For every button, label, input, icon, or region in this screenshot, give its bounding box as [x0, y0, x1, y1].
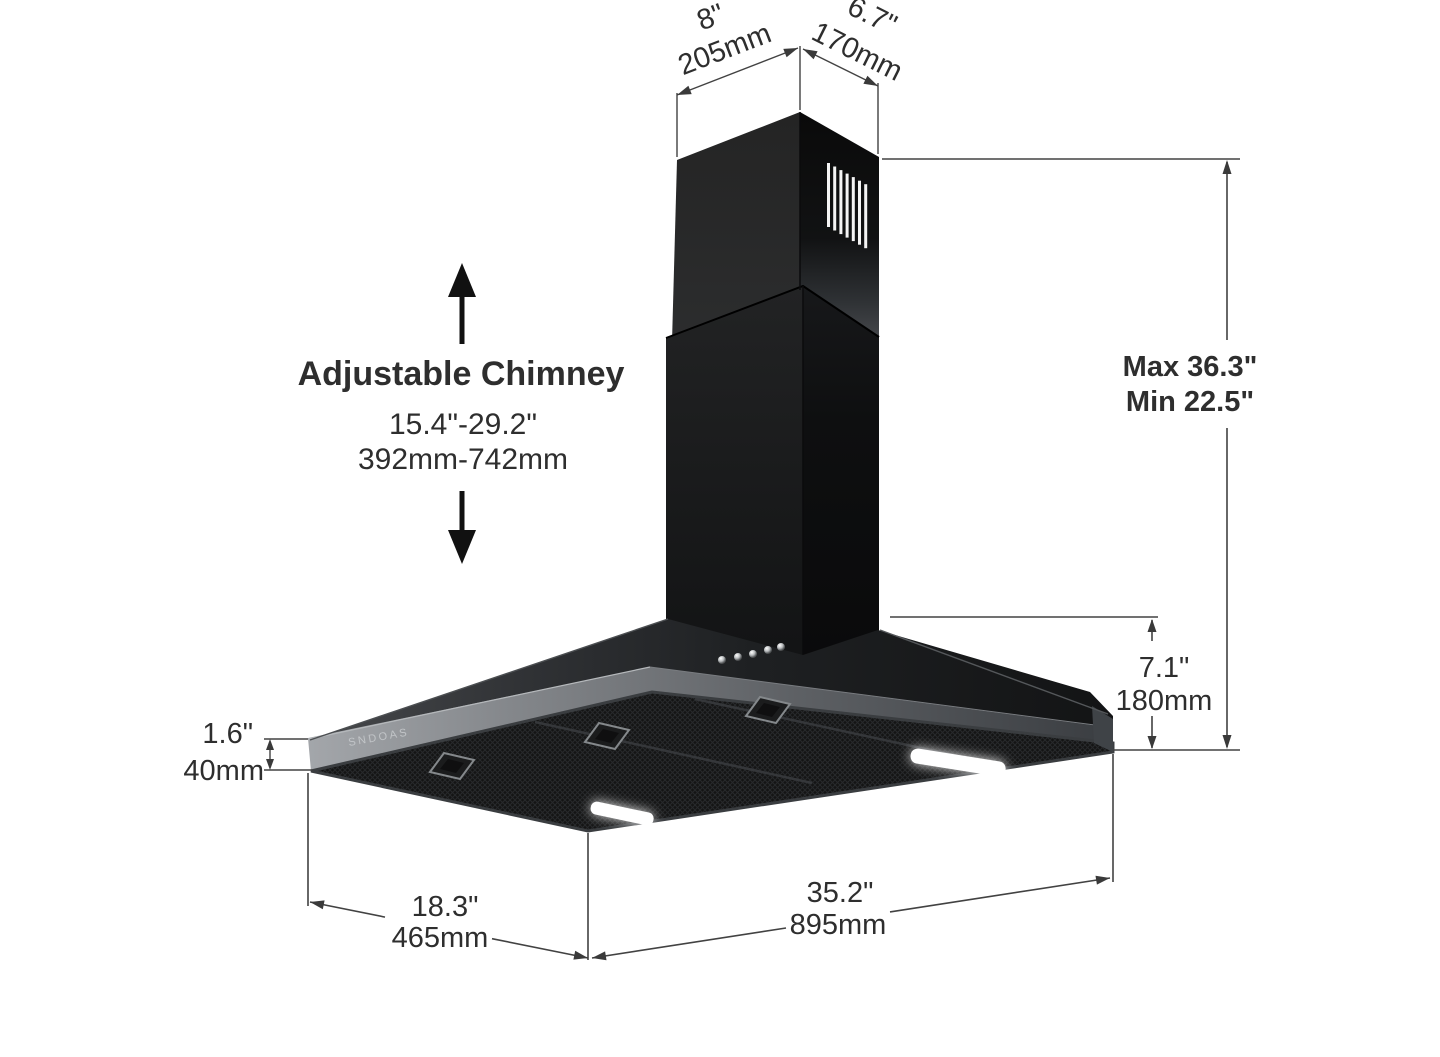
chimney-upper-left-face	[672, 112, 800, 342]
chimney-range-inches: 15.4"-29.2"	[389, 408, 537, 441]
filter-handle	[583, 721, 631, 751]
rim-band-highlight-right	[649, 666, 1111, 728]
min-height-label: Min 22.5"	[1126, 386, 1254, 418]
dim-label: 8"	[693, 0, 729, 37]
adjustable-chimney-label: Adjustable Chimney	[298, 355, 625, 393]
vent-slats-icon	[827, 163, 868, 249]
canopy-front-slope	[310, 619, 1113, 740]
canopy-rim-band	[308, 667, 1113, 771]
filter-handle	[428, 751, 476, 781]
hood-height-inches: 7.1"	[1139, 652, 1190, 684]
led-light	[590, 801, 654, 826]
hood-width-mm: 895mm	[790, 909, 887, 941]
mesh-divider-2	[694, 697, 959, 758]
dim-hood-depth: 18.3" 465mm	[307, 773, 589, 960]
adjustable-chimney-callout: Adjustable Chimney 15.4"-29.2" 392mm-742…	[298, 263, 625, 564]
canopy: SNDOAS	[308, 618, 1115, 833]
chimney-range-mm: 392mm-742mm	[358, 443, 568, 476]
down-arrow-icon	[448, 530, 476, 564]
rim-end-cap	[1092, 706, 1113, 752]
hood-depth-mm: 465mm	[392, 922, 489, 954]
chimney-lower-right-face	[803, 286, 879, 670]
max-height-label: Max 36.3"	[1123, 351, 1258, 383]
filter-handle	[744, 695, 792, 725]
rim-band-highlight	[308, 666, 651, 740]
up-arrow-icon	[448, 263, 476, 297]
dim-chimney-top-depth: 6.7" 170mm	[802, 0, 907, 154]
hood-width-inches: 35.2"	[807, 877, 874, 909]
rim-height-inches: 1.6"	[202, 718, 253, 750]
chimney-lower-left-face	[666, 286, 803, 670]
mesh-divider-1	[534, 720, 813, 785]
hood-height-mm: 180mm	[1116, 685, 1213, 717]
chimney-front-corner-edge	[799, 112, 804, 665]
chimney	[665, 112, 880, 670]
canopy-left-edge	[309, 618, 669, 741]
led-light	[910, 748, 1006, 777]
rim-height-mm: 40mm	[183, 755, 264, 787]
dim-hood-width: 35.2" 895mm	[591, 754, 1114, 961]
dim-rim-height: 1.6" 40mm	[183, 718, 312, 787]
dim-overall-height: Max 36.3" Min 22.5"	[882, 158, 1258, 751]
control-buttons	[718, 643, 785, 664]
hood-depth-inches: 18.3"	[412, 891, 479, 923]
dim-hood-height: 7.1" 180mm	[890, 616, 1213, 749]
canopy-right-edge	[879, 629, 1109, 715]
